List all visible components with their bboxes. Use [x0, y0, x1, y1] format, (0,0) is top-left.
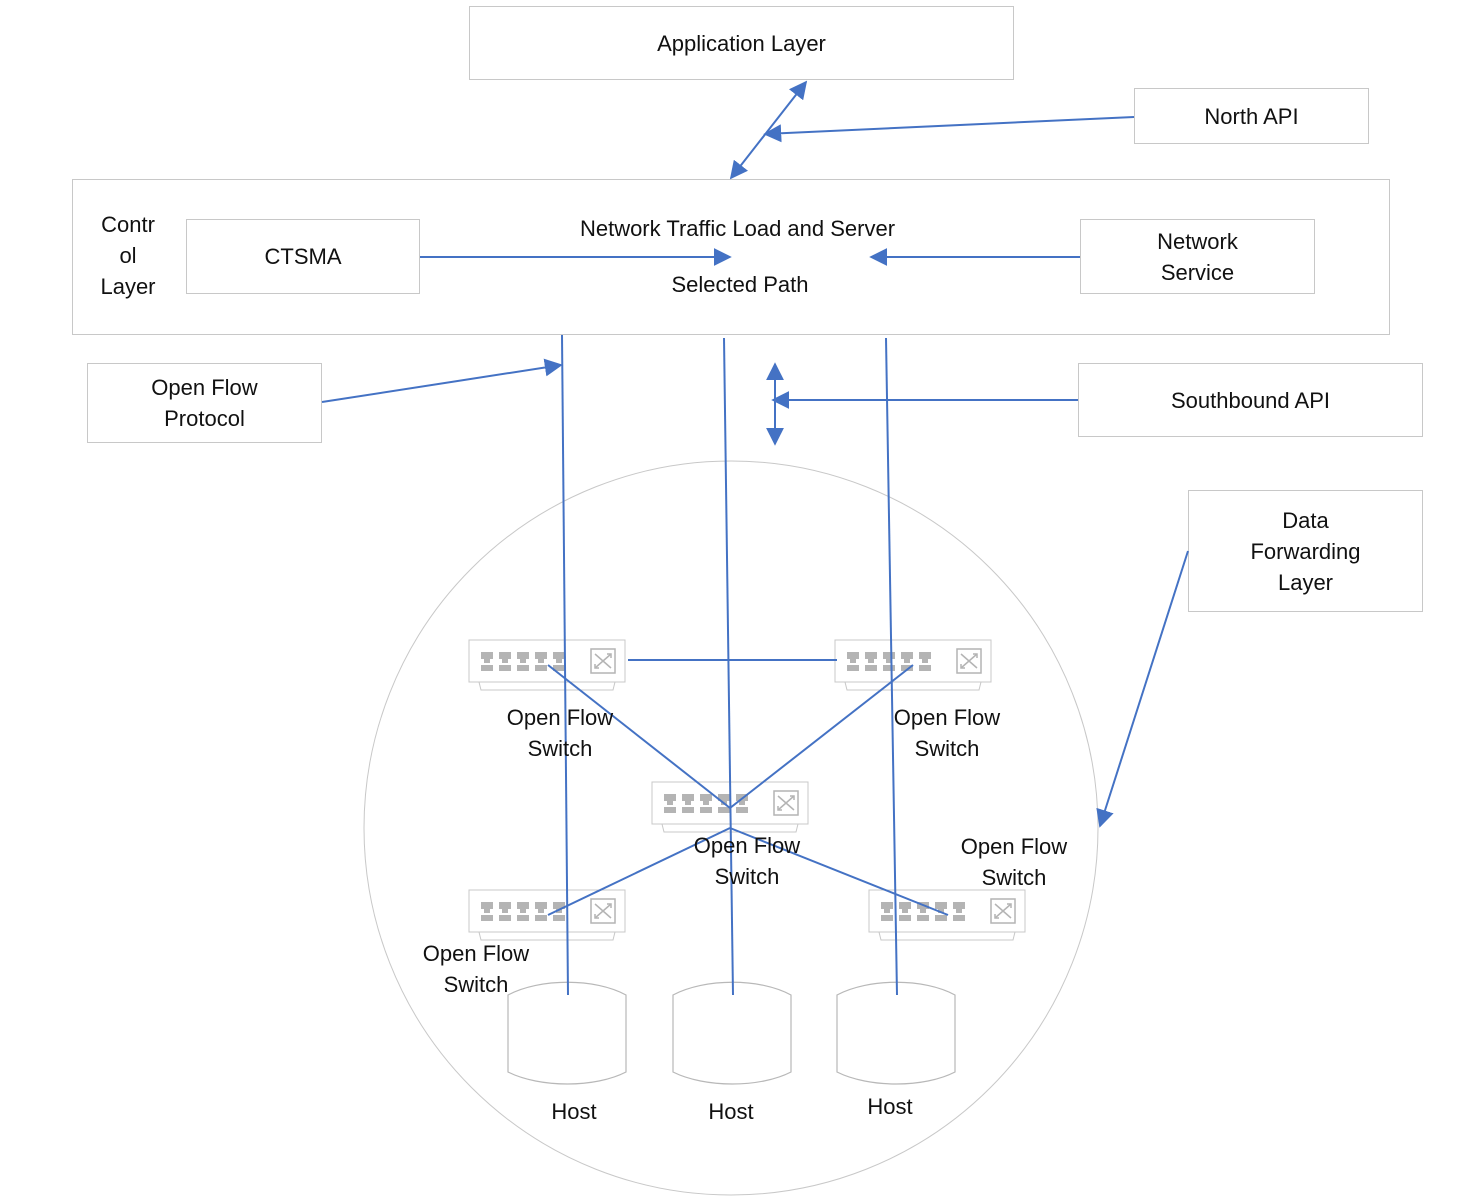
southbound-api-label: Southbound API — [1170, 387, 1331, 413]
open-flow-protocol-box: Open Flow Protocol — [87, 363, 322, 443]
host-right-icon — [836, 981, 956, 1085]
control-to-host-right-line — [885, 337, 898, 996]
switch-top-left-label: Open Flow Switch — [506, 705, 614, 761]
host-left-icon — [507, 981, 627, 1085]
data-forwarding-circle — [363, 460, 1099, 1196]
host-middle-label: Host — [708, 1099, 754, 1124]
selected-path-label: Selected Path — [671, 272, 809, 297]
ctsma-box: CTSMA — [186, 219, 420, 294]
switch-top-left-to-center-link — [547, 664, 731, 809]
ctsma-label: CTSMA — [264, 244, 342, 269]
control-layer-label: Contr ol Layer — [100, 212, 156, 299]
control-to-host-middle-line — [723, 337, 734, 996]
app-control-arrow — [729, 80, 808, 180]
open-flow-protocol-arrow — [321, 358, 563, 403]
host-left-label: Host — [551, 1099, 597, 1124]
traffic-load-label: Network Traffic Load and Server — [579, 216, 896, 241]
north-api-arrow — [763, 116, 1135, 143]
open-flow-protocol-label: Open Flow Protocol — [151, 375, 258, 431]
switch-center-to-bottom-right-link — [729, 827, 949, 916]
data-forwarding-arrow — [1096, 550, 1189, 828]
switch-top-right-to-center-link — [729, 664, 914, 809]
southbound-api-box: Southbound API — [1078, 363, 1423, 437]
switch-center-to-bottom-left-link — [547, 827, 731, 916]
application-layer-box: Application Layer — [469, 6, 1014, 80]
host-middle-icon — [672, 981, 792, 1085]
control-to-host-left-line — [561, 334, 569, 996]
application-layer-label: Application Layer — [657, 30, 826, 56]
network-service-box: Network Service — [1080, 219, 1315, 294]
switch-bottom-left-label: Open Flow Switch — [422, 941, 530, 997]
north-api-box: North API — [1134, 88, 1369, 144]
switch-bottom-right-label: Open Flow Switch — [960, 834, 1068, 890]
switch-center-label: Open Flow Switch — [693, 833, 801, 889]
switch-top-left-icon — [468, 639, 626, 691]
data-forwarding-layer-box: Data Forwarding Layer — [1188, 490, 1423, 612]
host-right-label: Host — [867, 1094, 913, 1119]
switch-bottom-left-icon — [468, 889, 626, 941]
switch-top-right-label: Open Flow Switch — [893, 705, 1001, 761]
data-forwarding-layer-label: Data Forwarding Layer — [1250, 507, 1361, 595]
network-service-label: Network Service — [1157, 228, 1238, 285]
north-api-label: North API — [1204, 103, 1299, 129]
